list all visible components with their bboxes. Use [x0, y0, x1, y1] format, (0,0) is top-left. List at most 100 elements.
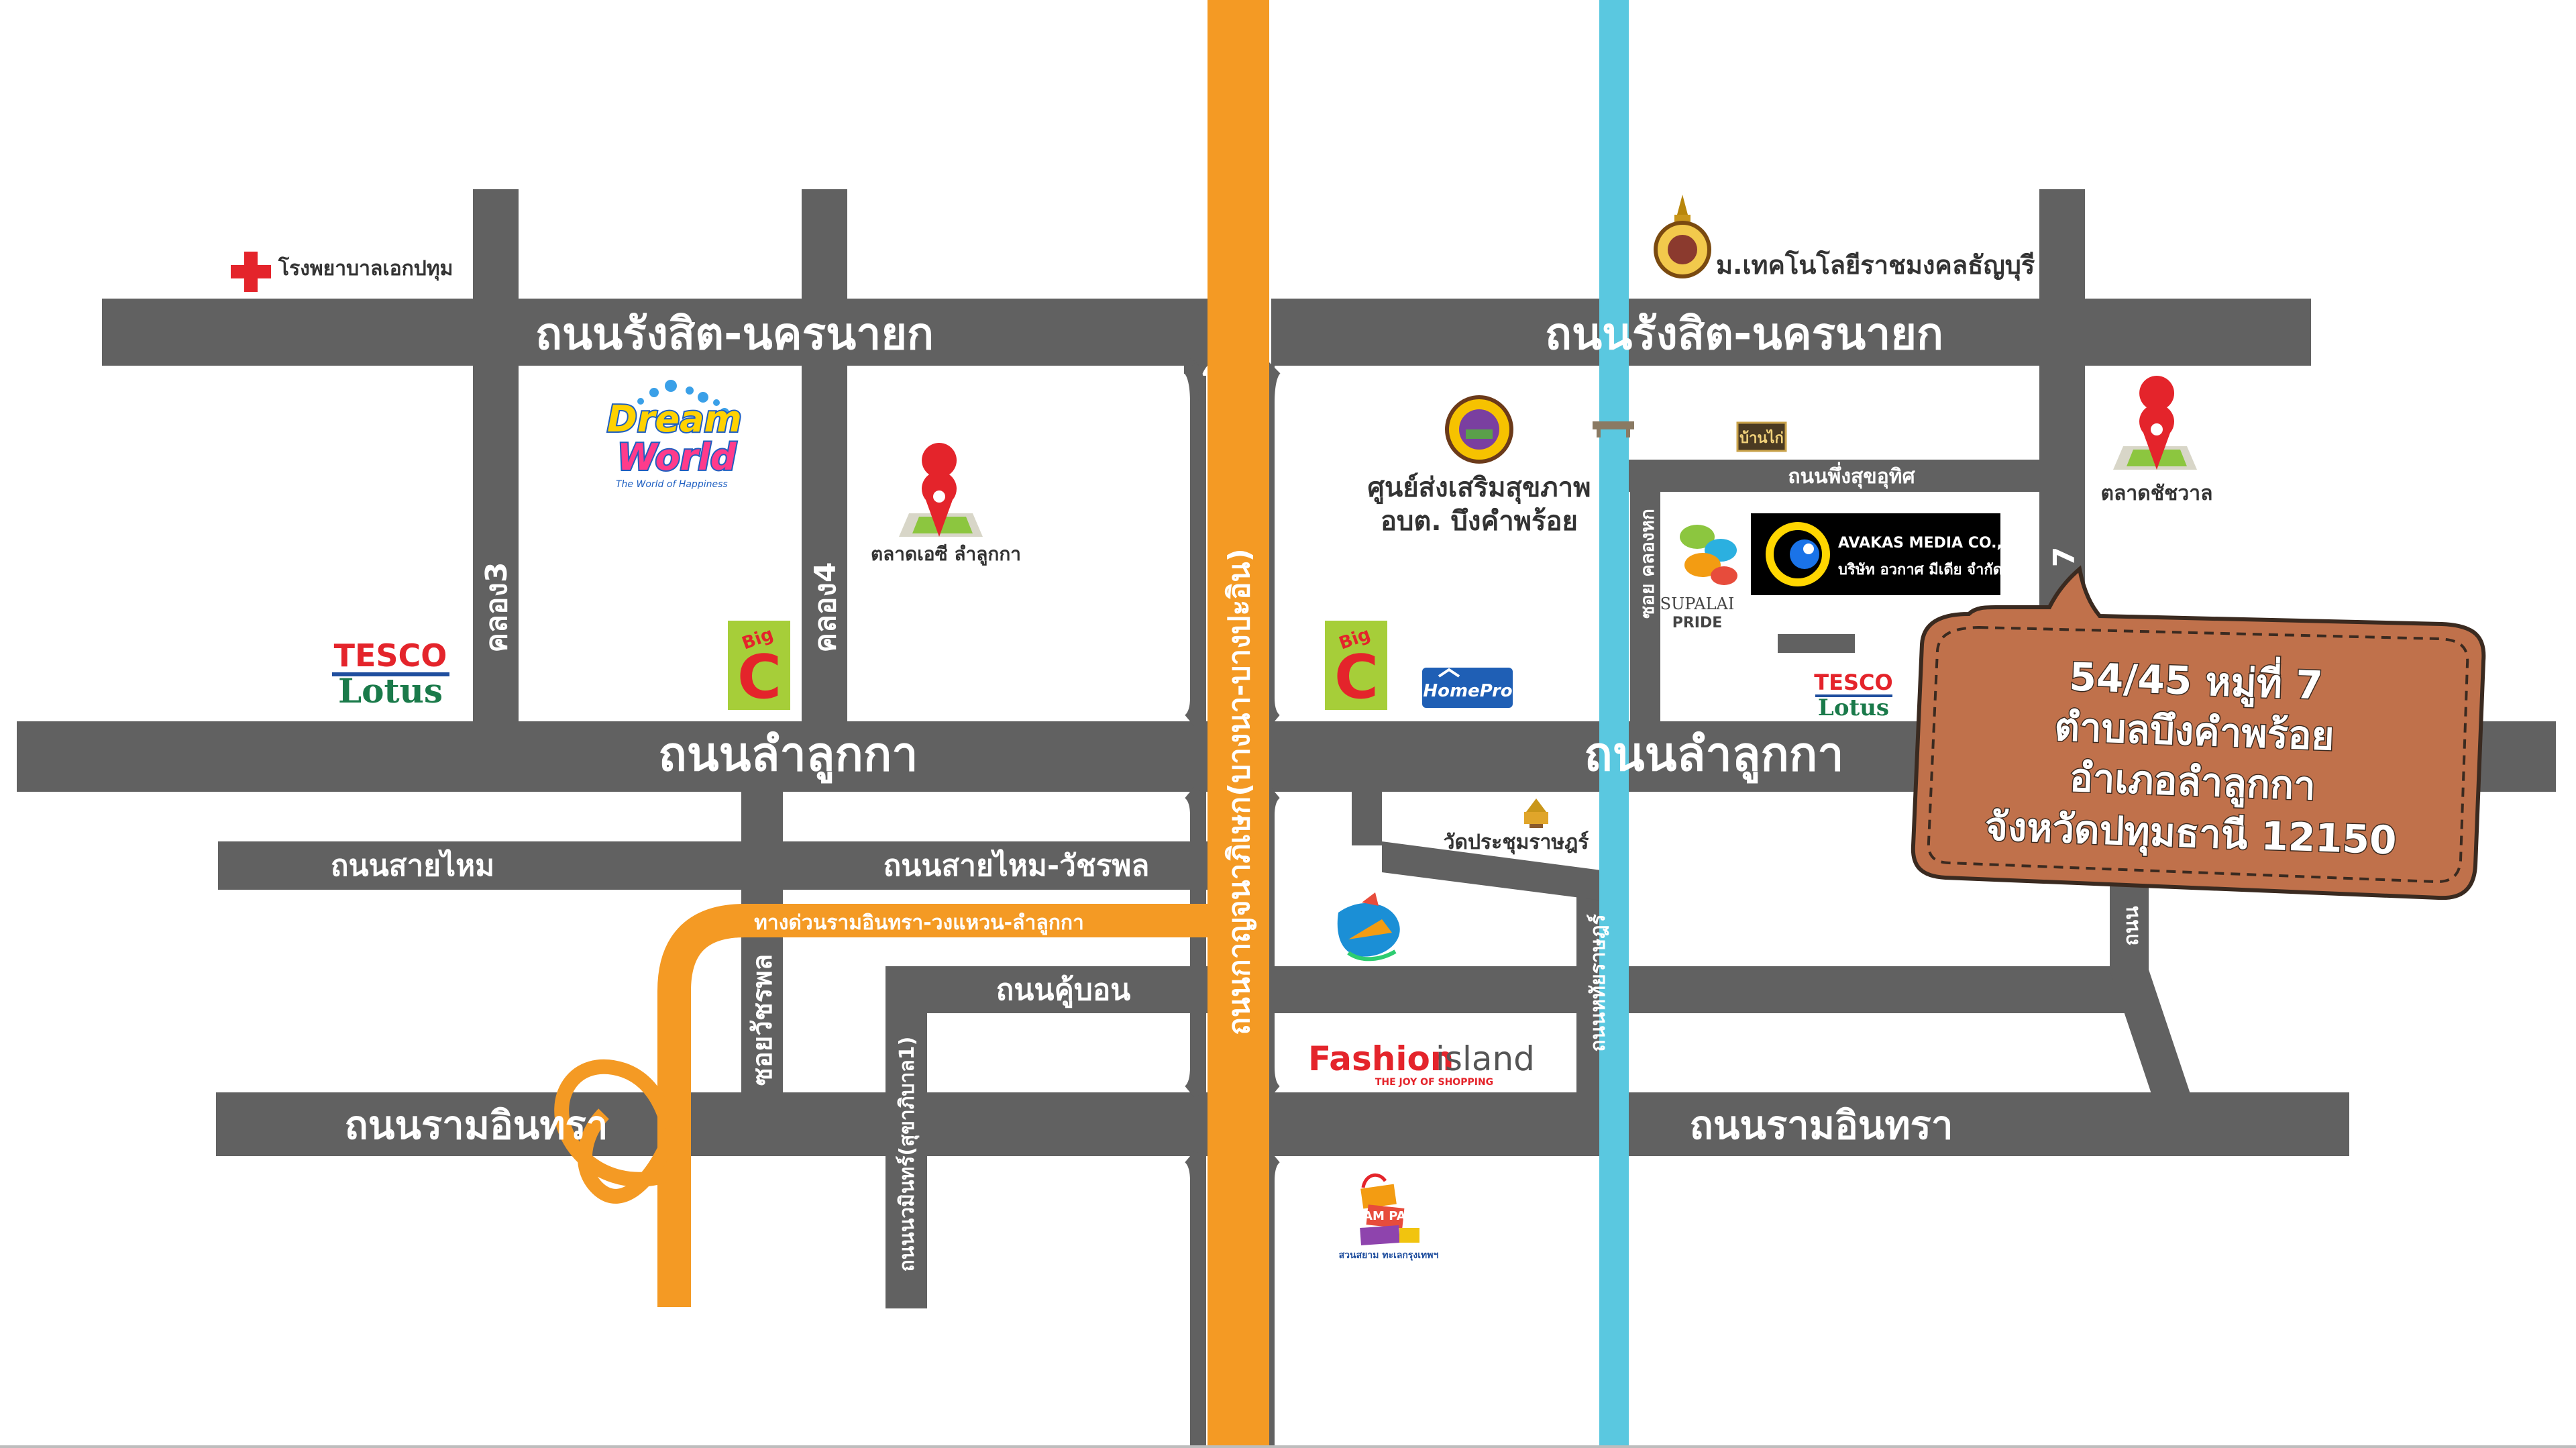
village-label: หมู่บ้าน ศุภาลัย ไพร์ด	[1661, 637, 1773, 652]
road-label-kubon: ถนนคู้บอน	[996, 973, 1131, 1008]
expressway	[657, 904, 1261, 1307]
siam-park-tag: สวนสยาม ทะเลกรุงเทพฯ	[1339, 1250, 1439, 1261]
avakas-media-logo: AVAKAS MEDIA CO.,LTD. บริษัท อวกาศ มีเดี…	[1751, 513, 2037, 595]
university-marker: ม.เทคโนโลยีราชมงคลธัญบุรี	[1654, 195, 2035, 281]
baan-kai-label: บ้านไก่	[1739, 429, 1784, 447]
supalai-pride-logo: SUPALAI PRIDE	[1660, 525, 1737, 631]
rangsit-road-west	[102, 299, 1257, 366]
road-label-saimai: ถนนสายไหม	[331, 848, 494, 883]
temple-marker: วัดประชุมราษฎร์	[1444, 798, 1589, 855]
market-chatchawan-marker: ตลาดชัชวาล	[2101, 376, 2213, 505]
road-label-phra-ram: ถนนนวมินทร์(สุขาภิบาล1)	[896, 1037, 920, 1272]
road-label-lamlukka-east: ถนนลำลูกกา	[1584, 727, 1843, 784]
bubble-icon	[627, 380, 729, 417]
university-label: ม.เทคโนโลยีราชมงคลธัญบุรี	[1716, 250, 2035, 281]
road-label-soi-watcharaphon: ซอยวัชรพล	[747, 954, 778, 1086]
supalai-line1: SUPALAI	[1660, 594, 1735, 613]
temple-label: วัดประชุมราษฎร์	[1444, 831, 1589, 855]
road-label-right-vertical: ถนน	[2120, 906, 2143, 946]
baan-kai-sign-icon	[1736, 421, 1787, 452]
avakas-name-en: AVAKAS MEDIA CO.,LTD.	[1838, 535, 2037, 552]
fashion-island-line2: island	[1436, 1039, 1535, 1078]
phra-ram-road	[885, 966, 927, 1308]
tesco-west-line2: Lotus	[338, 671, 443, 711]
dream-world-line1: Dream	[607, 398, 742, 440]
homepro-logo: HomePro	[1422, 668, 1513, 708]
soi-khlong-hok-road	[1630, 470, 1660, 723]
road-label-kanchanaphisek: ถนนกาญจนาภิเษก(บางนา-บางปะอิน)	[1222, 548, 1256, 1035]
siam-park-label: SIAM PARK	[1350, 1209, 1425, 1223]
health-center-line1: ศูนย์ส่งเสริมสุขภาพ	[1367, 472, 1591, 505]
dream-world-line2: World	[617, 436, 737, 478]
speech-bubbles-icon	[1680, 525, 1737, 585]
phueng-suk-road	[1627, 460, 2056, 492]
bottom-border	[0, 1445, 2576, 1448]
temple-icon	[1524, 798, 1548, 828]
rangsit-road-east	[1271, 299, 2311, 366]
dream-world-tagline: The World of Happiness	[616, 479, 728, 490]
homepro-label: HomePro	[1423, 681, 1512, 701]
bridge-icon	[1593, 421, 1634, 437]
road-label-hathairat: ถนนหทัยราษฎร์	[1587, 914, 1610, 1051]
health-center-line2: อบต. บึงคำพร้อย	[1381, 506, 1578, 537]
map-pin-icon	[899, 443, 983, 537]
market-ac-label: ตลาดเอซี ลำลูกกา	[871, 543, 1021, 566]
address-callout: 54/45 หมู่ที่ 7 ตำบลบึงคำพร้อย อำเภอลำลู…	[1911, 565, 2486, 900]
map-pin-icon	[2113, 376, 2197, 470]
university-seal-icon	[1654, 195, 1711, 278]
soi-watcharaphon-road	[741, 790, 783, 1094]
road-label-soi-khlong-hok: ซอย คลองหก	[1636, 509, 1658, 619]
short-connector	[1352, 792, 1382, 845]
kubon-road	[885, 966, 2127, 1013]
road-label-khlong3: คลอง3	[480, 562, 514, 653]
tesco-lotus-west-logo: TESCO Lotus	[332, 637, 449, 711]
kanchanaphisek-highway	[1208, 0, 1269, 1448]
road-label-expressway: ทางด่วนรามอินทรา-วงแหวน-ลำลูกกา	[754, 911, 1084, 935]
hospital-label: โรงพยาบาลเอกปทุม	[278, 256, 453, 281]
health-center-marker: ศูนย์ส่งเสริมสุขภาพ อบต. บึงคำพร้อย	[1367, 395, 1591, 537]
fashion-island-logo: Fashion island THE JOY OF SHOPPING	[1308, 1039, 1535, 1088]
fashion-island-tag: THE JOY OF SHOPPING	[1375, 1077, 1493, 1088]
road-label-khlong4: คลอง4	[808, 562, 843, 653]
market-ac-marker: ตลาดเอซี ลำลูกกา	[871, 443, 1021, 566]
address-line2: ตำบลบึงคำพร้อย	[2053, 704, 2334, 760]
tesco-lotus-east-logo: TESCO Lotus	[1814, 670, 1892, 721]
baan-kai-marker: บ้านไก่	[1736, 421, 1787, 452]
avakas-name-th: บริษัท อวกาศ มีเดีย จำกัด	[1838, 562, 2002, 578]
address-line3: อำเภอลำลูกกา	[2069, 755, 2316, 811]
hospital-marker: โรงพยาบาลเอกปทุม	[231, 252, 453, 292]
health-center-seal-icon	[1445, 395, 1513, 464]
siam-park-icon	[1360, 1173, 1419, 1245]
khlong3-road	[473, 189, 519, 723]
diagonal-road	[1382, 841, 1617, 902]
canal	[1599, 0, 1629, 1448]
road-label-right-top: 7	[2047, 547, 2082, 568]
big-c-west-logo: Big C	[728, 621, 790, 713]
tesco-east-line2: Lotus	[1818, 694, 1889, 721]
road-label-raminthra-west: ถนนรามอินทรา	[345, 1102, 608, 1148]
tesco-west-line1: TESCO	[334, 637, 447, 674]
big-c-west-c: C	[737, 642, 782, 713]
saimai-road	[218, 841, 1254, 890]
interchange-loop	[554, 1059, 683, 1208]
lower-right-diagonal	[2110, 970, 2190, 1094]
road-label-raminthra-east: ถนนรามอินทรา	[1690, 1102, 1953, 1148]
road-label-phueng-suk: ถนนพึ่งสุขอุทิศ	[1788, 462, 1915, 489]
road-label-saimai-watcharaphon: ถนนสายไหม-วัชรพล	[883, 848, 1150, 883]
road-network	[17, 189, 2556, 1308]
address-box-stitch	[1927, 625, 2469, 884]
market-chatchawan-label: ตลาดชัชวาล	[2101, 482, 2213, 505]
big-c-east-c: C	[1334, 642, 1379, 713]
dream-world-logo: Dream World The World of Happiness	[606, 380, 743, 490]
khlong4-road	[802, 189, 847, 723]
fashion-island-line1: Fashion	[1308, 1039, 1454, 1078]
address-box	[1911, 565, 2486, 900]
tesco-east-line1: TESCO	[1814, 670, 1892, 695]
big-c-east-logo: Big C	[1325, 621, 1387, 713]
swordfish-logo	[1337, 892, 1400, 962]
village-road	[1778, 634, 1855, 653]
supalai-line2: PRIDE	[1672, 615, 1723, 631]
road-label-rangsit-west: ถนนรังสิต-นครนายก	[535, 308, 934, 360]
hospital-cross-icon	[231, 252, 271, 292]
